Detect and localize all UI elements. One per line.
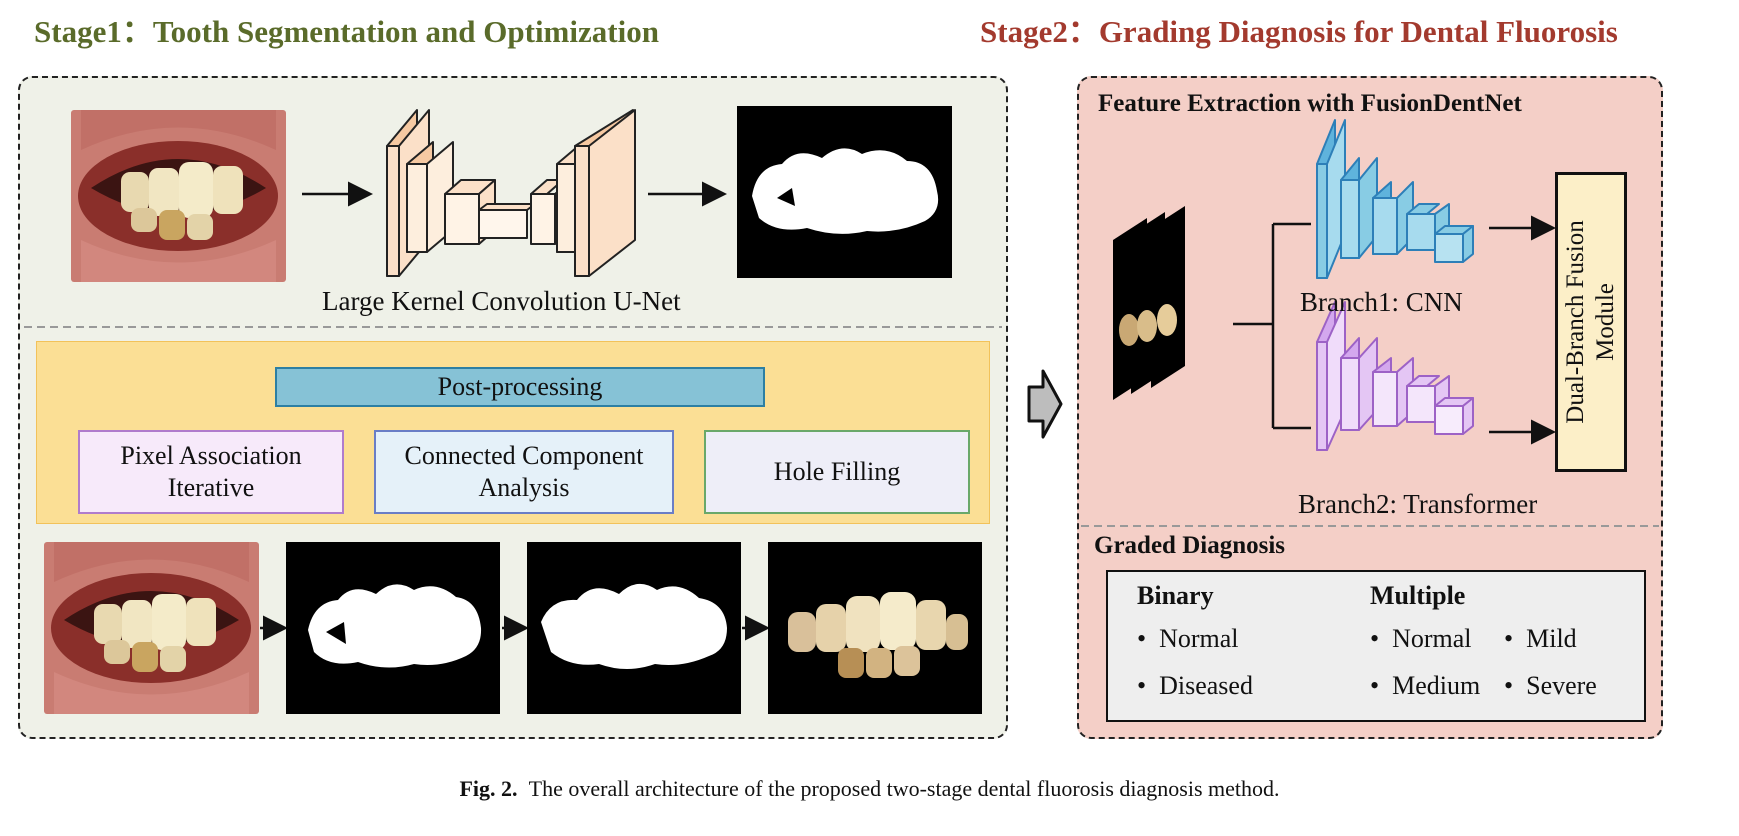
unet-label: Large Kernel Convolution U-Net bbox=[322, 286, 681, 316]
stage1-title: Stage1：Tooth Segmentation and Optimizati… bbox=[34, 14, 659, 49]
input-tooth-photo bbox=[71, 110, 286, 282]
stage2-title: Stage2：Grading Diagnosis for Dental Fluo… bbox=[980, 14, 1618, 49]
graded-diagnosis-box bbox=[1106, 570, 1646, 722]
step-pixel-association: Pixel Association Iterative bbox=[78, 430, 344, 514]
postprocessing-header: Post-processing bbox=[275, 367, 765, 407]
fusion-module-label: Dual-Branch Fusion Module bbox=[1562, 220, 1619, 424]
segmentation-mask-output bbox=[737, 106, 952, 278]
figure-caption-text: The overall architecture of the proposed… bbox=[528, 776, 1280, 801]
bottom-input-photo bbox=[44, 542, 259, 714]
branch1-label: Branch1: CNN bbox=[1300, 287, 1463, 317]
step-connected-component: Connected Component Analysis bbox=[374, 430, 674, 514]
refined-mask bbox=[527, 542, 741, 714]
binary-item-diseased: • Diseased bbox=[1137, 671, 1253, 700]
unet-diagram bbox=[386, 109, 636, 277]
fusion-module: Dual-Branch Fusion Module bbox=[1555, 172, 1627, 472]
segmented-teeth bbox=[768, 542, 982, 714]
feature-extraction-title: Feature Extraction with FusionDentNet bbox=[1098, 90, 1522, 117]
binary-heading: Binary bbox=[1137, 581, 1214, 610]
multiple-item-normal: • Normal bbox=[1370, 624, 1472, 653]
binary-item-normal: • Normal bbox=[1137, 624, 1239, 653]
figure-caption-label: Fig. 2. bbox=[459, 776, 518, 801]
multiple-item-severe: • Severe bbox=[1504, 671, 1597, 700]
stage-transition-arrow bbox=[1027, 369, 1063, 439]
raw-mask bbox=[286, 542, 500, 714]
multiple-item-medium: • Medium bbox=[1370, 671, 1481, 700]
step-hole-filling: Hole Filling bbox=[704, 430, 970, 514]
figure-caption: Fig. 2. The overall architecture of the … bbox=[0, 776, 1739, 802]
graded-diagnosis-title: Graded Diagnosis bbox=[1094, 532, 1286, 559]
multiple-item-mild: • Mild bbox=[1504, 624, 1577, 653]
multiple-heading: Multiple bbox=[1370, 581, 1466, 610]
branch2-label: Branch2: Transformer bbox=[1298, 489, 1538, 519]
fusiondentnet-diagram bbox=[1081, 119, 1659, 527]
